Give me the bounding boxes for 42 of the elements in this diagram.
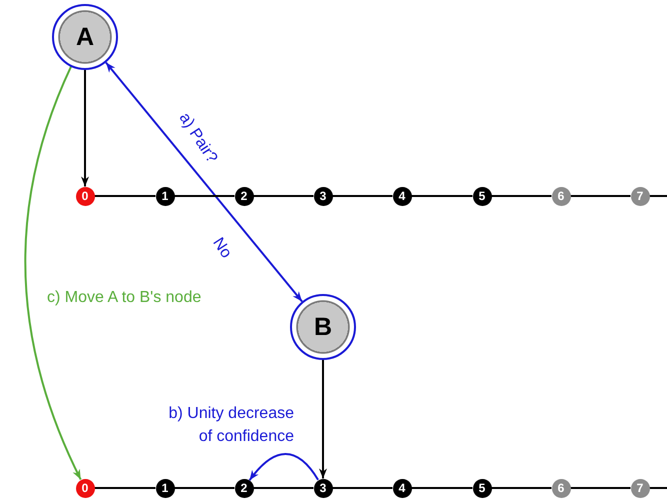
line-segment [412,195,472,197]
position-marker: 3 [314,478,332,498]
state-circle: A [52,4,118,70]
position-marker: 4 [392,478,412,498]
position-marker: 7 [630,478,650,498]
position-marker: 7 [630,186,650,206]
position-marker: 4 [392,186,412,206]
position-marker: 2 [234,478,254,498]
position-marker: 5 [472,478,492,498]
arrow [24,66,82,480]
line-segment [94,195,156,197]
edge-label: b) Unity decrease of confidence [168,404,294,447]
arrow [319,360,327,478]
position-marker: 6 [552,186,570,206]
line-segment [650,195,667,197]
position-marker: 2 [234,186,254,206]
line-segment [492,195,552,197]
position-marker: 1 [156,478,174,498]
position-marker: 1 [156,186,174,206]
line-segment [254,487,314,489]
edge-label: c) Move A to B's node [47,288,202,308]
line-segment [254,195,314,197]
line-segment [174,487,234,489]
line-segment [570,487,630,489]
position-marker: 5 [472,186,492,206]
arrow [248,453,319,481]
arrow [105,62,303,302]
position-marker: 0 [76,186,94,206]
line-segment [94,487,156,489]
line-segment [412,487,472,489]
answer-label: No [208,234,236,263]
position-marker: 0 [76,478,94,498]
line-segment [332,487,392,489]
position-marker: 3 [314,186,332,206]
line-segment [332,195,392,197]
line-segment [570,195,630,197]
state-circle: B [290,294,356,360]
line-segment [492,487,552,489]
line-segment [174,195,234,197]
line-segment [650,487,667,489]
arrow [81,70,89,186]
position-marker: 6 [552,478,570,498]
